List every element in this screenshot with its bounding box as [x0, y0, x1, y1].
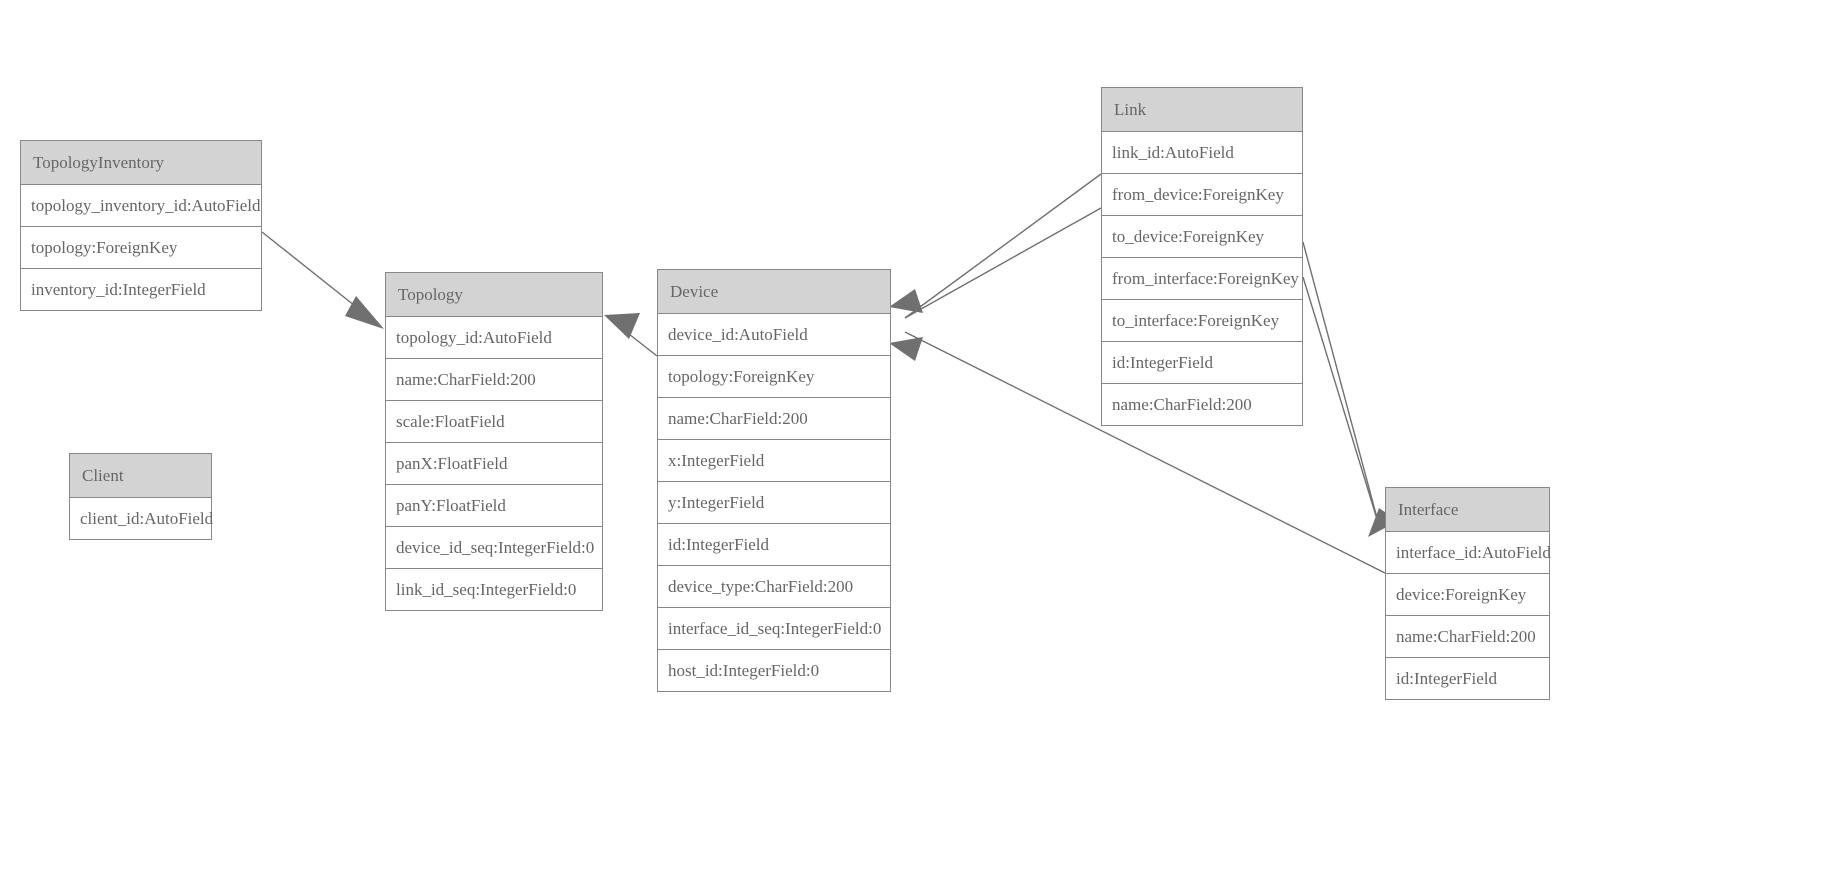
entity-field[interactable]: y:IntegerField: [658, 482, 890, 524]
entity-field[interactable]: interface_id:AutoField: [1386, 532, 1551, 574]
entity-field[interactable]: topology:ForeignKey: [658, 356, 890, 398]
entity-field[interactable]: panY:FloatField: [386, 485, 602, 527]
entity-field[interactable]: inventory_id:IntegerField: [21, 269, 261, 310]
relationship-arrowhead: [889, 289, 923, 313]
entity-field[interactable]: link_id:AutoField: [1102, 132, 1302, 174]
entity-field[interactable]: topology_inventory_id:AutoField: [21, 185, 261, 227]
relationship-line: [904, 173, 1102, 319]
entity-title-link: Link: [1102, 88, 1302, 132]
entity-title-topology_inventory: TopologyInventory: [21, 141, 261, 185]
entity-field[interactable]: name:CharField:200: [386, 359, 602, 401]
entity-field[interactable]: topology:ForeignKey: [21, 227, 261, 269]
relationship-line: [904, 207, 1102, 319]
entity-field[interactable]: name:CharField:200: [1386, 616, 1549, 658]
relationship-line: [619, 326, 658, 357]
entity-field[interactable]: panX:FloatField: [386, 443, 602, 485]
entity-field[interactable]: from_interface:ForeignKey: [1102, 258, 1302, 300]
relationship-arrowhead: [889, 337, 923, 361]
entity-field[interactable]: link_id_seq:IntegerField:0: [386, 569, 602, 610]
entity-field[interactable]: device_id_seq:IntegerField:0: [386, 527, 602, 569]
relationship-arrowhead: [345, 296, 384, 329]
entity-field[interactable]: name:CharField:200: [1102, 384, 1302, 425]
entity-field[interactable]: to_interface:ForeignKey: [1102, 300, 1302, 342]
entity-field[interactable]: device_id:AutoField: [658, 314, 890, 356]
entity-field[interactable]: device_type:CharField:200: [658, 566, 890, 608]
entity-title-interface: Interface: [1386, 488, 1549, 532]
entity-field[interactable]: id:IntegerField: [1386, 658, 1549, 699]
entity-field[interactable]: scale:FloatField: [386, 401, 602, 443]
relationship-topologyinventory-to-topology: [261, 231, 384, 329]
entity-field[interactable]: name:CharField:200: [658, 398, 890, 440]
relationship-link-to-interface-to-interface: [1302, 276, 1381, 530]
relationship-line: [261, 231, 375, 322]
relationship-link-from-device-to-device: [889, 173, 1102, 319]
entity-title-client: Client: [70, 454, 211, 498]
relationship-arrowhead: [604, 313, 640, 339]
relationship-link-to-device-to-device: [904, 207, 1102, 319]
relationship-line: [1302, 241, 1381, 530]
relationship-device-to-topology: [604, 313, 658, 357]
entity-field[interactable]: from_device:ForeignKey: [1102, 174, 1302, 216]
entity-field[interactable]: id:IntegerField: [658, 524, 890, 566]
entity-field[interactable]: device:ForeignKey: [1386, 574, 1549, 616]
entity-field[interactable]: id:IntegerField: [1102, 342, 1302, 384]
entity-title-topology: Topology: [386, 273, 602, 317]
relationship-link-from-interface-to-interface: [1302, 241, 1398, 537]
entity-field[interactable]: to_device:ForeignKey: [1102, 216, 1302, 258]
entity-field[interactable]: topology_id:AutoField: [386, 317, 602, 359]
entity-field[interactable]: interface_id_seq:IntegerField:0: [658, 608, 890, 650]
entity-field[interactable]: host_id:IntegerField:0: [658, 650, 890, 691]
entity-field[interactable]: x:IntegerField: [658, 440, 890, 482]
relationship-line: [1302, 276, 1381, 530]
entity-title-device: Device: [658, 270, 890, 314]
entity-field[interactable]: client_id:AutoField: [70, 498, 213, 539]
